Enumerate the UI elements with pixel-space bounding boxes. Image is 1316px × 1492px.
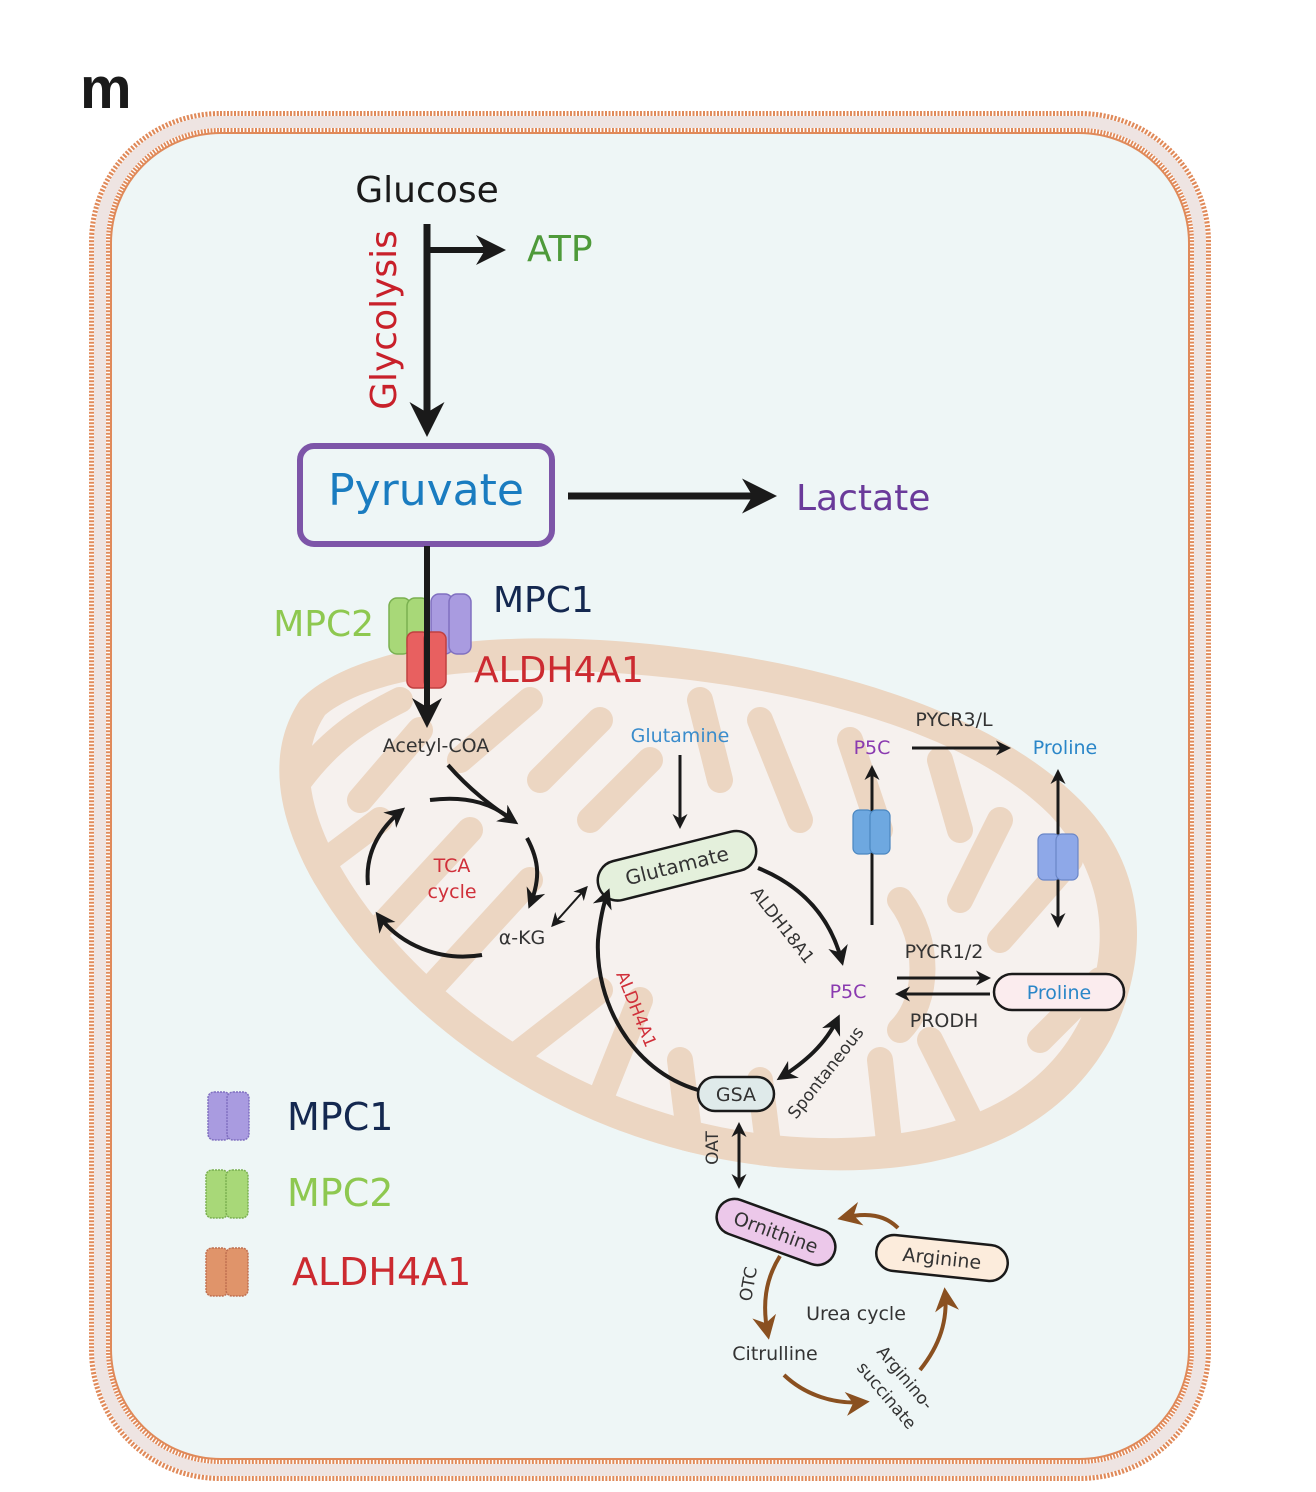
acetyl-coa-label: Acetyl-COA: [383, 735, 490, 757]
proline-cyto-label: Proline: [1033, 737, 1097, 759]
panel-letter: m: [80, 56, 132, 121]
mpc-transporter-complex: [388, 546, 472, 728]
spontaneous-arrow: [776, 1014, 841, 1081]
pycr12-label: PYCR1/2: [905, 941, 984, 963]
legend-label-mpc1: MPC1: [287, 1095, 393, 1139]
legend: MPC1 MPC2 ALDH4A1: [205, 1091, 471, 1297]
legend-item-mpc1: MPC1: [207, 1091, 393, 1141]
lactate-label: Lactate: [796, 478, 930, 519]
pyruvate-box: [297, 443, 555, 547]
aldh4a1-label: ALDH4A1: [474, 650, 644, 691]
legend-label-mpc2: MPC2: [287, 1171, 393, 1215]
prodh-label: PRODH: [910, 1010, 979, 1032]
akg-label: α-KG: [499, 927, 546, 949]
argininosuccinate-arrow: [918, 1287, 959, 1372]
mpc2-label: MPC2: [273, 604, 374, 645]
tca-label-line1: TCA: [433, 855, 471, 877]
legend-item-aldh4a1: ALDH4A1: [205, 1247, 471, 1297]
mpc1-transporter-icon: [207, 1091, 250, 1141]
aldh4a1-transporter-icon: [205, 1247, 249, 1297]
tca-arc-right: [525, 837, 546, 909]
glutamine-label: Glutamine: [631, 725, 730, 747]
legend-item-mpc2: MPC2: [205, 1169, 393, 1219]
mpc1-label: MPC1: [493, 580, 594, 621]
arginine-to-ornithine-arrow: [837, 1201, 900, 1230]
oat-label: OAT: [703, 1130, 723, 1164]
mpc2-transporter-icon: [205, 1169, 249, 1219]
glycolysis-label: Glycolysis: [364, 230, 405, 410]
tca-arc-bottom: [375, 911, 483, 959]
pyruvate-label: Pyruvate: [328, 465, 524, 516]
tca-label-line2: cycle: [427, 881, 476, 903]
tca-arc-top: [429, 796, 517, 824]
p5c-cyto-label: P5C: [854, 737, 891, 759]
gsa-label: GSA: [716, 1084, 756, 1106]
p5c-mito-label: P5C: [830, 981, 867, 1003]
urea-cycle-label: Urea cycle: [806, 1303, 906, 1325]
tca-arc-left: [365, 807, 406, 886]
glucose-label: Glucose: [355, 170, 498, 211]
akg-glutamate-arrow: [551, 885, 588, 928]
aldh18a1-arrow: [757, 866, 848, 966]
otc-arrow: [752, 1254, 782, 1340]
gsa-node: [696, 1075, 776, 1113]
p5c-transporter-icon: [852, 809, 891, 855]
proline-mito-label: Proline: [1027, 982, 1091, 1004]
citrulline-label: Citrulline: [732, 1343, 817, 1365]
legend-label-aldh4a1: ALDH4A1: [292, 1250, 471, 1294]
proline-transporter-icon: [1037, 833, 1079, 881]
citrulline-arrow: [782, 1373, 870, 1416]
arginine-node: Arginine: [875, 1233, 1009, 1283]
pycr3l-label: PYCR3/L: [915, 709, 993, 731]
atp-label: ATP: [527, 229, 593, 270]
aldh4a1-enzyme-arrow: [592, 888, 699, 1092]
proline-mito-node: [992, 972, 1126, 1012]
